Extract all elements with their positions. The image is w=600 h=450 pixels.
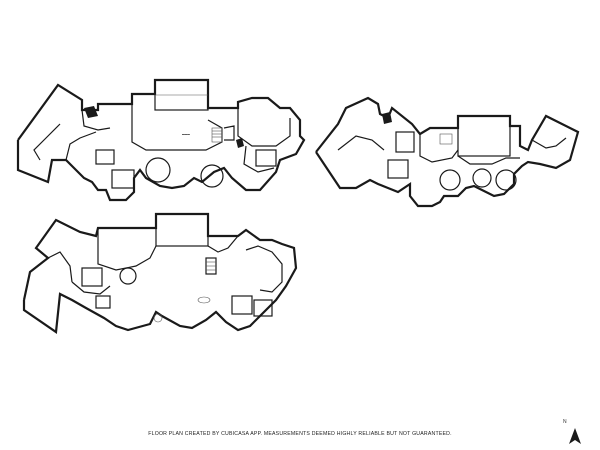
- floor-plan-a: ▬▬▬: [16, 78, 306, 202]
- north-arrow-icon: [569, 428, 581, 444]
- floor-plan-c: [22, 212, 298, 334]
- room-label: ▬▬▬: [182, 133, 190, 136]
- floor-plan-b: [315, 96, 580, 208]
- disclaimer-text: FLOOR PLAN CREATED BY CUBICASA APP. MEAS…: [148, 431, 452, 437]
- north-label: N: [563, 419, 567, 425]
